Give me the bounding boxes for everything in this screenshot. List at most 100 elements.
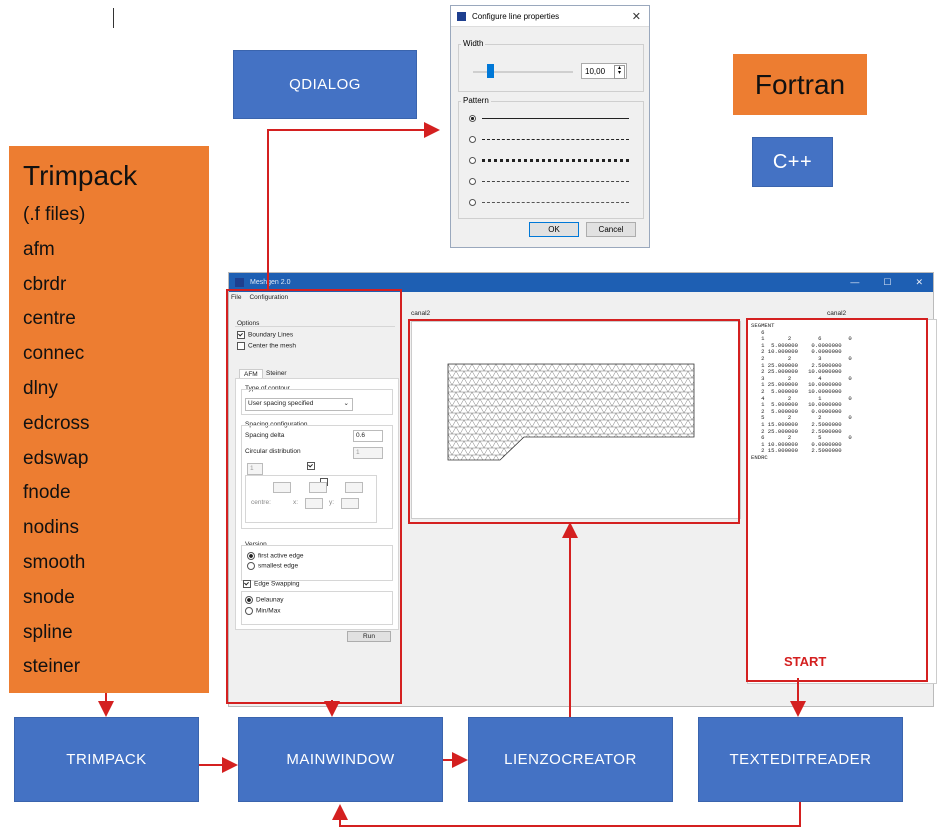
start-label: START (784, 654, 827, 669)
width-spinbox[interactable]: 10,00 ▴▾ (581, 63, 627, 79)
small-field[interactable]: 1 (247, 463, 263, 475)
window-title-bar: Meshgen 2.0 — ☐ ✕ (229, 273, 933, 292)
trimpack-item: dlny (23, 377, 58, 399)
minmax-radio[interactable]: Min/Max (245, 607, 281, 615)
menu-configuration[interactable]: Configuration (249, 294, 289, 301)
smallest-edge-radio[interactable]: smallest edge (247, 562, 298, 570)
dialog-title: Configure line properties (472, 11, 560, 21)
ok-button[interactable]: OK (529, 222, 579, 237)
app-icon (457, 11, 466, 21)
radio-label: smallest edge (258, 562, 299, 570)
checkbox-label: Center the mesh (248, 342, 297, 350)
minimize-icon[interactable]: — (850, 277, 860, 287)
spacing-delta-input[interactable]: 0.6 (353, 430, 383, 442)
width-label: Width (461, 39, 486, 48)
first-active-edge-radio[interactable]: first active edge (247, 552, 304, 560)
radio-label: Min/Max (256, 607, 281, 615)
legend-fortran: Fortran (733, 54, 867, 115)
trimpack-item: steiner (23, 656, 81, 678)
pattern-option-solid[interactable] (469, 112, 629, 124)
width-slider-handle[interactable] (487, 64, 494, 78)
menu-bar: File Configuration (229, 292, 933, 303)
center-mesh-checkbox[interactable]: Center the mesh (237, 342, 296, 350)
pattern-option-dashdotdot[interactable] (469, 196, 629, 208)
checkbox-label: Boundary Lines (248, 331, 294, 339)
radio[interactable] (247, 562, 255, 570)
spacing-delta-label: Spacing delta (245, 432, 285, 439)
trimpack-file-list: Trimpack (.f files) afm cbrdr centre con… (9, 146, 209, 693)
trimpack-item: fnode (23, 482, 71, 504)
spin-arrows-icon[interactable]: ▴▾ (614, 65, 625, 79)
radio-selected[interactable] (245, 596, 253, 604)
window-title: Meshgen 2.0 (250, 279, 291, 286)
mainwindow-module: MAINWINDOW (238, 717, 443, 802)
mesh-canvas[interactable] (411, 321, 741, 519)
circular-distribution-label: Circular distribution (245, 448, 301, 455)
checkbox[interactable] (237, 342, 245, 350)
width-value: 10,00 (585, 67, 606, 76)
line-properties-dialog: Configure line properties ✕ Width 10,00 … (450, 5, 650, 248)
menu-file[interactable]: File (231, 294, 242, 301)
close-icon[interactable]: ✕ (915, 277, 923, 287)
radio[interactable] (245, 607, 253, 615)
width-group: Width 10,00 ▴▾ (458, 39, 644, 92)
tab-steiner[interactable]: Steiner (266, 370, 287, 377)
triangular-mesh (447, 363, 695, 461)
pattern-option-dashdot[interactable] (469, 175, 629, 187)
close-icon[interactable]: ✕ (631, 10, 641, 23)
tab-afm[interactable]: AFM (239, 369, 263, 379)
circular-value-spinbox[interactable]: 1 (353, 447, 383, 459)
delaunay-radio[interactable]: Delaunay (245, 596, 283, 604)
centre-y-input[interactable] (341, 498, 359, 509)
radio[interactable] (469, 156, 476, 164)
trimpack-module: TRIMPACK (14, 717, 199, 802)
pattern-option-dot[interactable] (469, 154, 629, 166)
x-label: x: (293, 499, 299, 506)
radio[interactable] (469, 198, 476, 206)
app-icon (235, 278, 244, 287)
maximize-icon[interactable]: ☐ (883, 277, 892, 287)
y-label: y: (329, 499, 335, 506)
meshgen-window: Meshgen 2.0 — ☐ ✕ File Configuration Opt… (228, 272, 937, 707)
run-button[interactable]: Run (347, 631, 391, 642)
centre-x-input[interactable] (305, 498, 323, 509)
contour-value: User spacing specified (248, 400, 314, 407)
trimpack-item: snode (23, 586, 75, 608)
contour-type-select[interactable]: User spacing specified ⌄ (245, 398, 353, 411)
type-of-contour-label: Type of contour (245, 385, 290, 392)
radio[interactable] (469, 177, 476, 185)
trimpack-item: edswap (23, 447, 89, 469)
chevron-down-icon: ⌄ (343, 400, 349, 407)
trimpack-item: (.f files) (23, 204, 86, 225)
canvas-right-label: canal2 (827, 310, 847, 317)
trimpack-item: nodins (23, 517, 79, 539)
edge-swapping-checkbox[interactable]: Edge Swapping (243, 580, 300, 588)
canvas-left-label: canal2 (411, 310, 431, 317)
options-label: Options (237, 320, 260, 327)
radio[interactable] (469, 135, 476, 143)
trimpack-item: cbrdr (23, 273, 67, 295)
highlight-mainwindow-panel (226, 289, 402, 704)
text-cursor (113, 8, 114, 28)
radio-label: first active edge (258, 552, 304, 560)
trimpack-item: smooth (23, 551, 86, 573)
boundary-lines-checkbox[interactable]: Boundary Lines (237, 331, 293, 339)
trimpack-item: connec (23, 343, 85, 365)
cancel-button[interactable]: Cancel (586, 222, 636, 237)
segment-text-editor[interactable]: SEGMENT 6 1 2 6 0 1 5.000000 0.0000000 2… (747, 319, 937, 684)
spacing-configuration-label: Spacing configuration (245, 421, 308, 428)
radio-selected[interactable] (469, 114, 476, 122)
dot-line-swatch (482, 158, 629, 162)
radio-selected[interactable] (247, 552, 255, 560)
dialog-title-bar: Configure line properties ✕ (451, 6, 649, 27)
checkbox-checked[interactable] (243, 580, 251, 588)
width-slider-track[interactable] (473, 71, 573, 73)
radio-label: Delaunay (256, 596, 284, 604)
arrow-mainwindow-to-qdialog (267, 122, 440, 289)
checkbox-checked[interactable] (237, 331, 245, 339)
spacing-delta-checkbox[interactable] (307, 462, 315, 470)
pattern-option-dash[interactable] (469, 133, 629, 145)
pattern-label: Pattern (461, 96, 491, 105)
trimpack-title: Trimpack (23, 160, 138, 191)
